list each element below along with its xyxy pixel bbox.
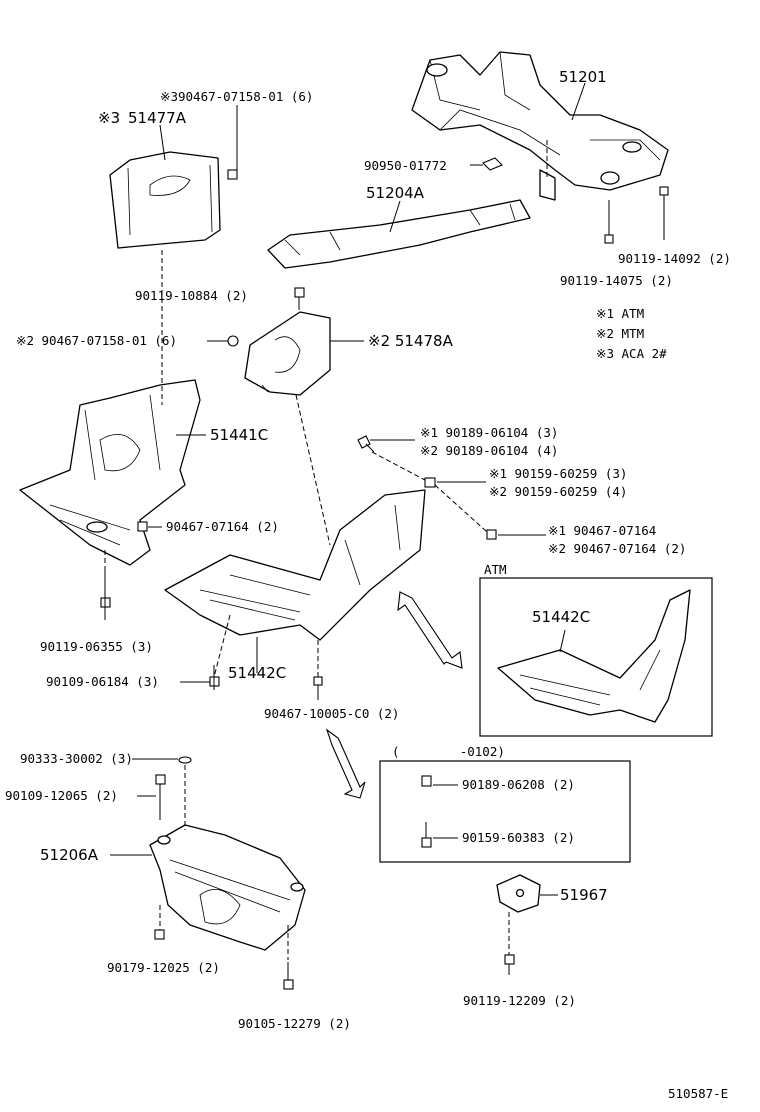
label-90189-06208: 90189-06208 (2) [462,777,575,792]
label-90119-06355: 90119-06355 (3) [40,639,153,654]
label-90189-06104-atm: ※1 90189-06104 (3) [420,425,558,440]
arrow-up-left [325,728,366,799]
legend-item-atm: ※1 ATM [596,306,644,321]
cover-51442c-drawing [164,489,426,641]
label-90333-30002: 90333-30002 (3) [20,751,133,766]
atm-inset-box [479,577,713,737]
figure-code: 510587-E [668,1086,728,1101]
fasteners [100,157,669,990]
label-90119-10884: 90119-10884 (2) [135,288,248,303]
atm-box-part-label: 51442C [532,608,590,626]
label-90159-60259-mtm: ※2 90159-60259 (4) [489,484,627,499]
label-90467-07158-acat: ※390467-07158-01 (6) [160,89,313,104]
label-51442c: 51442C [228,664,286,682]
leader-lines [110,82,586,896]
label-51477a-prefix: ※3 [98,109,120,127]
callout-labels: 51201 ※390467-07158-01 (6) ※3 51477A 909… [5,68,731,1101]
label-90109-06184: 90109-06184 (3) [46,674,159,689]
bracket-51478a-drawing [244,311,331,396]
arrow-up-right [397,591,463,669]
label-51204a: 51204A [366,184,425,202]
label-51477a: 51477A [128,109,187,127]
cover-51441c-drawing [19,379,201,566]
date-range-box [379,760,631,863]
cover-51477a-drawing [109,151,221,249]
legend-item-mtm: ※2 MTM [596,326,644,341]
variant-legend: ※1 ATM ※2 MTM ※3 ACA 2# [596,306,667,361]
label-90467-07164-side: 90467-07164 (2) [166,519,279,534]
atm-cover-drawing [497,589,691,723]
label-90467-07164-mtm: ※2 90467-07164 (2) [548,541,686,556]
label-51478a: ※2 51478A [368,332,454,350]
label-90467-07158-mtm: ※2 90467-07158-01 (6) [16,333,177,348]
label-90467-07164-atm: ※1 90467-07164 [548,523,656,538]
label-90159-60383: 90159-60383 (2) [462,830,575,845]
label-51206a: 51206A [40,846,99,864]
assembly-dashed-lines [104,140,548,960]
label-90119-14075: 90119-14075 (2) [560,273,673,288]
label-90119-12209: 90119-12209 (2) [463,993,576,1008]
atm-box-title: ATM [484,562,507,577]
label-51441c: 51441C [210,426,268,444]
brace-51204a-drawing [267,199,531,269]
label-90179-12025: 90179-12025 (2) [107,960,220,975]
label-51967: 51967 [560,886,608,904]
bracket-51967-drawing [496,874,541,913]
label-90119-14092: 90119-14092 (2) [618,251,731,266]
label-90109-12065: 90109-12065 (2) [5,788,118,803]
bracket-51206a-drawing [149,824,306,951]
legend-item-aca: ※3 ACA 2# [596,346,667,361]
label-90950-01772: 90950-01772 [364,158,447,173]
label-90467-10005: 90467-10005-C0 (2) [264,706,399,721]
label-90159-60259-atm: ※1 90159-60259 (3) [489,466,627,481]
date-range-title: ( -0102) [392,744,505,759]
label-51201: 51201 [559,68,607,86]
label-90105-12279: 90105-12279 (2) [238,1016,351,1031]
direction-arrows [325,591,463,799]
label-90189-06104-mtm: ※2 90189-06104 (4) [420,443,558,458]
crossmember-51201-drawing [411,51,669,201]
